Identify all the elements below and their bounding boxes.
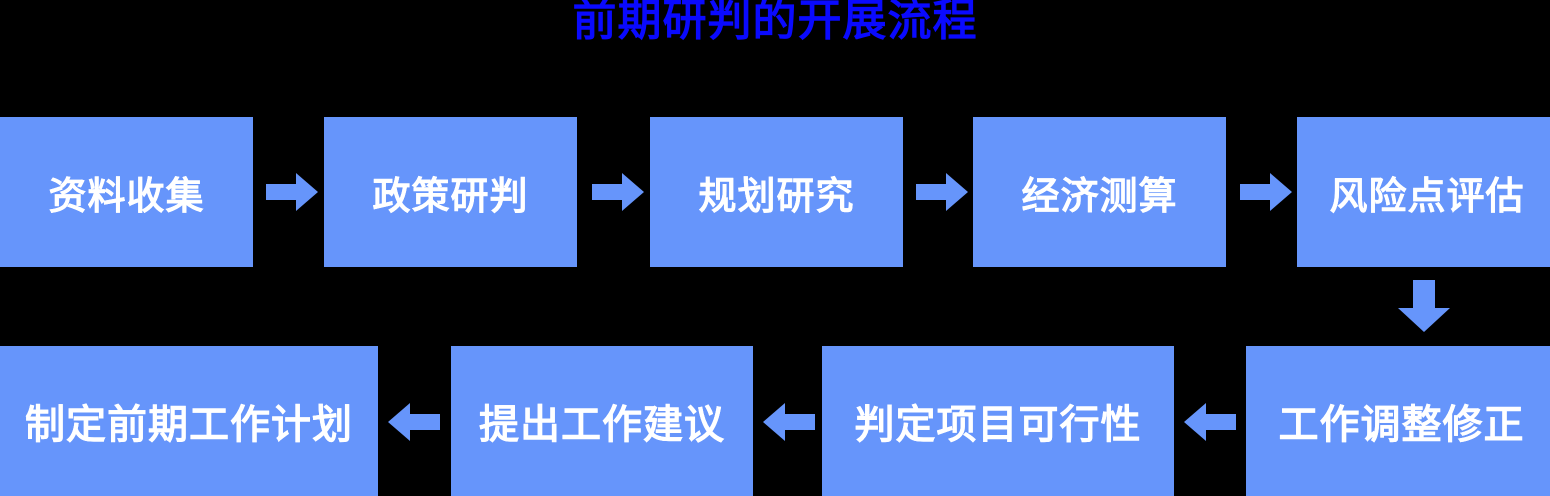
- arrow-economics-to-risk-icon: [1240, 173, 1292, 211]
- node-风险点评估[interactable]: 风险点评估: [1297, 117, 1550, 267]
- arrow-feasibility-to-suggestion-icon: [763, 403, 815, 441]
- node-制定前期工作计划[interactable]: 制定前期工作计划: [0, 346, 378, 496]
- node-提出工作建议[interactable]: 提出工作建议: [451, 346, 753, 496]
- node-经济测算[interactable]: 经济测算: [973, 117, 1226, 267]
- arrow-risk-to-adjust-icon: [1398, 280, 1450, 332]
- arrow-suggestion-to-plan-icon: [388, 403, 440, 441]
- node-判定项目可行性[interactable]: 判定项目可行性: [822, 346, 1174, 496]
- arrow-planning-to-economics-icon: [916, 173, 968, 211]
- node-资料收集[interactable]: 资料收集: [0, 117, 253, 267]
- node-政策研判[interactable]: 政策研判: [324, 117, 577, 267]
- node-工作调整修正[interactable]: 工作调整修正: [1246, 346, 1550, 496]
- node-规划研究[interactable]: 规划研究: [650, 117, 903, 267]
- arrow-policy-to-planning-icon: [592, 173, 644, 211]
- page-title: 前期研判的开展流程: [572, 0, 978, 45]
- arrow-collect-to-policy-icon: [266, 173, 318, 211]
- arrow-adjust-to-feasibility-icon: [1184, 403, 1236, 441]
